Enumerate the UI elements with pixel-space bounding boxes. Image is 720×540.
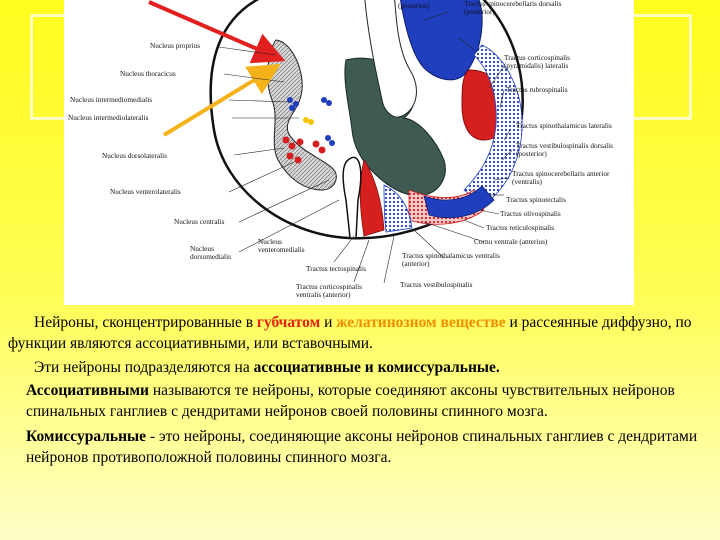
label-tractus-vestibulospinalis: Tractus vestibulospinalis	[400, 280, 473, 289]
bullet-commissural: Комиссуральные - это нейроны, соединяющи…	[8, 426, 714, 468]
label-cornu-ventrale: Cornu ventrale (anterius)	[474, 237, 548, 246]
tract-blue-ventromedial	[383, 184, 413, 233]
label-tractus-corticospinalis-lateralis: Tractus corticospinalis (pyramidalis) la…	[504, 53, 571, 70]
label-nucleus-centralis: Nucleus centralis	[174, 217, 225, 226]
label-nucleus-dorsolateralis: Nucleus dorsolateralis	[102, 151, 168, 160]
white-matter-center	[364, 0, 417, 118]
text-gelatinous-substance: желатинозном веществе	[336, 314, 506, 331]
label-nucleus-proprius: Nucleus proprius	[150, 41, 201, 50]
text-p2-a: Эти нейроны подразделяются на	[34, 359, 254, 376]
anterior-median-fissure	[342, 156, 362, 239]
text-types: ассоциативные и комиссуральные.	[253, 359, 500, 376]
text-spongy-substance: губчатом	[256, 314, 321, 331]
label-posterius: (posterius)	[398, 1, 430, 10]
bullet-associative: Ассоциативными называются те нейроны, ко…	[8, 380, 714, 422]
text-p1-a: Нейроны, сконцентрированные в	[34, 314, 257, 331]
spinal-cord-cross-section-figure: Nucleus proprius Nucleus thoracicus Nucl…	[64, 0, 634, 305]
tract-blue-ventral	[423, 185, 495, 219]
paragraph-subdivision: Эти нейроны подразделяются на ассоциатив…	[8, 357, 714, 378]
text-p1-b: и	[320, 314, 337, 331]
grey-matter-left	[267, 39, 337, 191]
yellow-arrow	[162, 63, 281, 137]
label-tractus-spinothalamicus-lateralis: Tractus spinothalamicus lateralis	[516, 121, 612, 130]
label-tractus-spinothalamicus-ventralis: Tractus spinothalamicus ventralis (anter…	[402, 251, 500, 268]
label-nucleus-intermediomedialis: Nucleus intermediomedialis	[70, 95, 153, 104]
label-nucleus-venterolateralis: Nucleus venterolateralis	[110, 187, 181, 196]
tract-blue-dorsal	[400, 0, 483, 81]
label-nucleus-dorsomedialis: Nucleus dorsomedialis	[190, 244, 231, 261]
label-tractus-spinocerebellaris-anterior: Tractus spinocerebellaris anterior (vent…	[512, 169, 610, 186]
label-tractus-olivospinalis: Tractus olivospinalis	[500, 209, 561, 218]
spinal-cord-diagram	[148, 0, 524, 284]
paragraph-intro: Нейроны, сконцентрированные в губчатом и…	[8, 312, 714, 354]
text-commissural-term: Комиссуральные	[26, 428, 147, 445]
label-tractus-vestibulospinalis-dorsalis: Tractus vestibulospinalis dorsalis (post…	[516, 141, 614, 158]
text-associative-term: Ассоциативными	[26, 382, 149, 399]
label-tractus-tectospinalis: Tractus tectospinalis	[306, 264, 366, 273]
text-p1-c: и рассеянные диффузно, по функции являют…	[8, 314, 692, 352]
label-tractus-rubrospinalis: Tractus rubrospinalis	[506, 85, 568, 94]
label-nucleus-thoracicus: Nucleus thoracicus	[120, 69, 176, 78]
label-tractus-spinocerebellaris-dorsalis: Tractus spinocerebellaris dorsalis (post…	[464, 0, 562, 16]
label-nucleus-intermediolateralis: Nucleus intermediolateralis	[68, 113, 149, 122]
label-nucleus-venteromedialis: Nucleus venteromedialis	[258, 237, 305, 254]
label-tractus-corticospinalis-ventralis: Tractus corticospinalis ventralis (anter…	[296, 282, 363, 299]
leader-lines-left	[218, 46, 340, 253]
label-tractus-spinotectalis: Tractus spinotectalis	[506, 195, 566, 204]
label-tractus-reticulospinalis: Tractus reticulospinalis	[486, 223, 555, 232]
nucleus-clusters	[282, 97, 335, 164]
leader-lines-right	[333, 11, 513, 284]
red-arrow	[148, 0, 286, 64]
text-associative-def: называются те нейроны, которые соединяют…	[26, 382, 675, 420]
slide-text: Нейроны, сконцентрированные в губчатом и…	[8, 312, 714, 468]
text-commissural-def: - это нейроны, соединяющие аксоны нейрон…	[26, 428, 698, 466]
